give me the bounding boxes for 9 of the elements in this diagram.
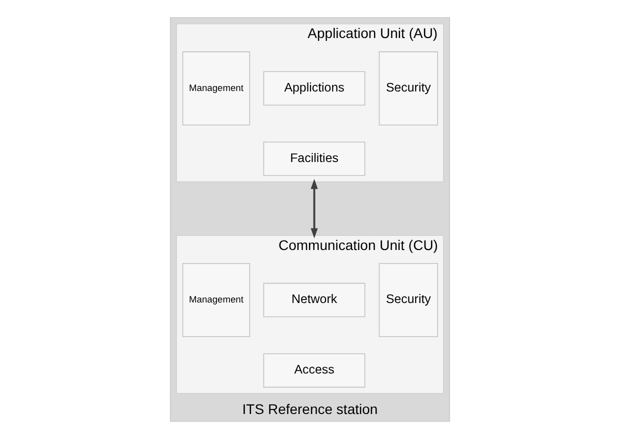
node-box: Applictions — [262, 71, 365, 106]
node-box: Network — [262, 282, 365, 318]
node-box: Facilities — [262, 142, 365, 176]
node-box: Management — [182, 263, 250, 337]
node-box: Access — [262, 353, 365, 388]
arrow — [310, 178, 318, 238]
node-box: Management — [182, 51, 250, 126]
node-box: Security — [378, 263, 438, 337]
node-box: Security — [378, 51, 438, 126]
